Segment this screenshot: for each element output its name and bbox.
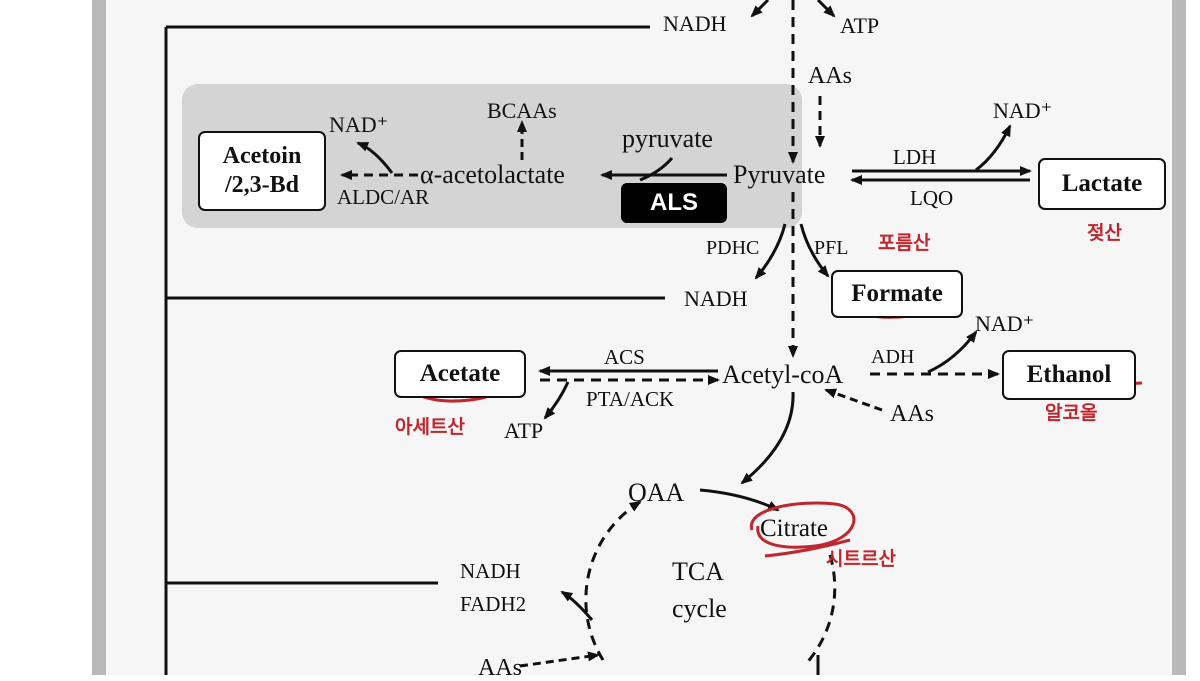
butanediol-label: /2,3-Bd	[224, 172, 299, 198]
bcaas-label: BCAAs	[487, 98, 557, 123]
adh-label: ADH	[871, 346, 915, 368]
oaa-label: OAA	[628, 478, 685, 507]
acetoin-box: Acetoin /2,3-Bd	[198, 131, 326, 211]
aas-to-tca-arrow	[519, 651, 600, 668]
ethanol-korean-note: 알코올	[1045, 402, 1098, 424]
right-margin	[1186, 0, 1200, 675]
aas-to-acetylcoa-arrow	[824, 388, 883, 412]
pdhc-arrow	[754, 223, 787, 280]
nad-plus-left-label: NAD⁺	[329, 112, 389, 137]
alpha-acetolactate-label: α-acetolactate	[420, 160, 565, 189]
pfl-arrow	[799, 223, 830, 278]
pyruvate-label: Pyruvate	[733, 160, 826, 189]
aldc-ar-label: ALDC/AR	[337, 185, 430, 209]
nadh-top-label: NADH	[663, 11, 727, 36]
pdhc-label: PDHC	[706, 237, 760, 259]
tca-arc-left	[584, 500, 642, 661]
aas-bottom-label: AAs	[478, 655, 523, 681]
citrate-red-circle	[750, 501, 856, 549]
citrate-korean-note: 시트르산	[826, 548, 896, 570]
nad-plus-right-label: NAD⁺	[993, 98, 1053, 123]
tca-label: TCA	[672, 557, 724, 586]
pyruvate-small-curve	[639, 157, 674, 182]
atp-acetate-arrow	[543, 381, 570, 420]
atp-acetate-label: ATP	[504, 418, 544, 443]
acetylcoa-to-tca-arrow	[740, 391, 795, 485]
acetate-box: Acetate	[394, 350, 526, 398]
acetoin-label: Acetoin	[222, 143, 302, 170]
pta-ack-label: PTA/ACK	[586, 387, 675, 411]
oaa-to-citrate-arrow	[699, 488, 780, 512]
pfl-label: PFL	[814, 237, 849, 259]
lactate-korean-note: 젖산	[1087, 222, 1122, 244]
right-gray-border	[1172, 0, 1186, 675]
formate-korean-note: 포름산	[878, 232, 931, 254]
nadh-mid-label: NADH	[684, 286, 748, 311]
cycle-label: cycle	[672, 594, 727, 623]
citrate-label: Citrate	[760, 515, 829, 542]
nadh-fadh2-arrow	[560, 590, 594, 621]
als-enzyme-badge: ALS	[621, 183, 727, 223]
ethanol-box: Ethanol	[1002, 350, 1136, 400]
tca-arc-right	[803, 554, 837, 667]
formate-box: Formate	[831, 270, 963, 318]
left-margin	[0, 0, 92, 675]
acetyl-coa-label: Acetyl-coA	[722, 360, 844, 389]
arrow-to-nadh-top	[750, 0, 770, 18]
nad-plus-ethanol-label: NAD⁺	[975, 311, 1035, 336]
lqo-label: LQO	[910, 186, 954, 210]
nad-right-arrow	[975, 124, 1012, 172]
ldh-label: LDH	[893, 145, 937, 169]
aas-acetyl-label: AAs	[890, 401, 935, 427]
atp-top-label: ATP	[840, 13, 880, 38]
acetate-korean-note: 아세트산	[395, 416, 465, 438]
lactate-box: Lactate	[1038, 158, 1166, 210]
acs-label: ACS	[604, 345, 645, 369]
left-gray-border	[92, 0, 106, 675]
nad-left-arrow	[356, 141, 394, 174]
arrow-to-atp-top	[816, 0, 836, 18]
citrate-red-underline	[764, 538, 851, 558]
nad-ethanol-arrow	[927, 330, 978, 374]
pyruvate-small-label: pyruvate	[622, 124, 713, 153]
aas-top-label: AAs	[808, 63, 853, 89]
fadh2-label: FADH2	[460, 592, 527, 616]
nadh-tca-label: NADH	[460, 559, 521, 583]
